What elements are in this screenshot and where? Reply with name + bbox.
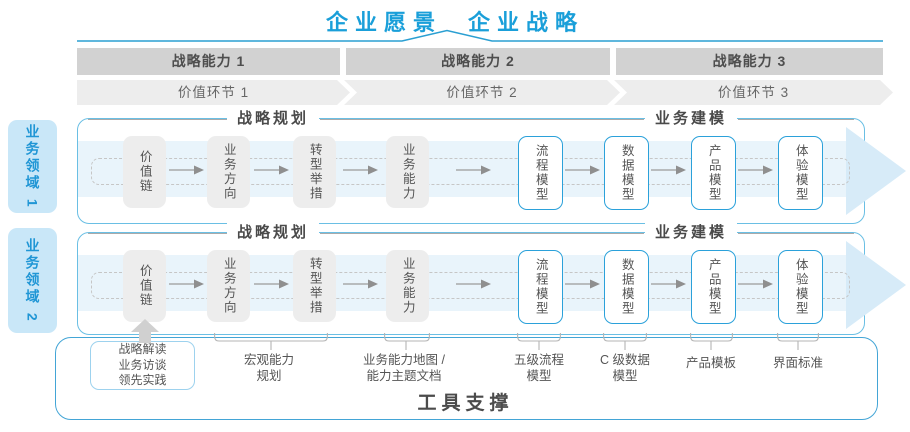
- arrow-right-icon: [564, 279, 600, 289]
- annotation-label-5: 产品模板: [686, 355, 736, 371]
- annotation-line: 业务能力地图 /: [363, 353, 445, 367]
- section-header-strategy-planning: 战略规划: [226, 108, 320, 130]
- annotation-line: 产品模板: [685, 356, 737, 370]
- annotation-line: 宏观能力: [243, 353, 295, 367]
- bracket-connector-icon: [384, 333, 430, 350]
- arrow-right-icon: [343, 279, 378, 289]
- callout-box: 战略解读 业务访谈 领先实践: [90, 341, 195, 390]
- flow-box: 流程模型: [518, 250, 563, 324]
- section-header-business-modeling: 业务建模: [644, 108, 738, 130]
- value-band-2: 价值环节 2: [344, 80, 620, 105]
- callout-line-1: 战略解读: [118, 342, 167, 357]
- header-divider-line: [738, 119, 854, 120]
- domain-label-2: 业务领域 2: [8, 228, 57, 333]
- header-divider-line: [88, 119, 228, 120]
- flow-box: 业务能力: [386, 136, 429, 208]
- flow-box: 流程模型: [518, 136, 563, 210]
- annotation-line: 能力主题文档: [366, 369, 442, 384]
- callout-line-3: 领先实践: [118, 373, 167, 388]
- capability-band-1: 战略能力 1: [77, 48, 340, 75]
- arrow-right-icon: [651, 165, 686, 175]
- annotation-line: 模型: [526, 369, 552, 384]
- flow-box: 产品模型: [691, 136, 736, 210]
- bracket-connector-icon: [777, 333, 819, 350]
- title-vision: 企业愿景: [325, 10, 442, 35]
- title-strategy: 企业战略: [468, 10, 585, 35]
- bracket-connector-icon: [517, 333, 561, 350]
- flow-box: 业务方向: [207, 250, 250, 322]
- row-section-headers: 战略规划 业务建模: [78, 108, 864, 130]
- dashed-pipeline: [91, 158, 850, 185]
- flow-box: 价值链: [123, 136, 166, 208]
- arrow-right-icon: [455, 279, 491, 289]
- callout-line-2: 业务访谈: [118, 357, 167, 372]
- annotation-line: C 级数据: [599, 353, 651, 367]
- page-title: 企业愿景 企业战略: [0, 5, 910, 37]
- tool-support-label: 工具支撑: [417, 393, 514, 414]
- annotation-label-6: 界面标准: [773, 355, 823, 371]
- domain-row-2: 战略规划 业务建模价值链业务方向转型举措 业务能力 流程模型数据模型产品模型体验模型: [77, 222, 906, 335]
- domain-row-1: 战略规划 业务建模价值链业务方向转型举措 业务能力 流程模型数据模型产品模型体验模型: [77, 108, 906, 224]
- up-arrow-icon: [131, 319, 159, 343]
- flow-box: 数据模型: [604, 250, 649, 324]
- header-divider-line: [320, 119, 644, 120]
- arrow-right-icon: [253, 279, 289, 289]
- arrow-right-icon: [455, 165, 491, 175]
- bracket-connector-icon: [690, 333, 733, 350]
- arrow-right-icon: [738, 165, 773, 175]
- header-divider-line: [738, 233, 854, 234]
- arrow-right-icon: [651, 279, 686, 289]
- flow-box: 价值链: [123, 250, 166, 322]
- flow-box: 体验模型: [778, 136, 823, 210]
- annotation-line: 规划: [256, 369, 282, 384]
- flow-arrowhead-icon: [846, 127, 906, 215]
- dashed-pipeline: [91, 272, 850, 299]
- flow-box: 体验模型: [778, 250, 823, 324]
- flow-box: 转型举措: [293, 136, 336, 208]
- section-header-business-modeling: 业务建模: [644, 222, 738, 244]
- annotation-label-2: 业务能力地图 / 能力主题文档: [363, 352, 445, 385]
- annotation-label-1: 宏观能力规划: [244, 352, 294, 385]
- row-section-headers: 战略规划 业务建模: [78, 222, 864, 244]
- roof-line: [77, 29, 883, 42]
- bracket-connector-icon: [603, 333, 647, 350]
- flow-box: 产品模型: [691, 250, 736, 324]
- bracket-connector-icon: [214, 333, 328, 350]
- flow-box: 数据模型: [604, 136, 649, 210]
- annotation-label-3: 五级流程模型: [514, 352, 564, 385]
- annotation-line: 五级流程: [513, 353, 565, 367]
- value-band-1: 价值环节 1: [77, 80, 350, 105]
- header-divider-line: [88, 233, 228, 234]
- flow-box: 转型举措: [293, 250, 336, 322]
- arrow-right-icon: [738, 279, 773, 289]
- value-band-3: 价值环节 3: [614, 80, 893, 105]
- flow-box: 业务能力: [386, 250, 429, 322]
- capability-band-3: 战略能力 3: [616, 48, 883, 75]
- capability-band-2: 战略能力 2: [346, 48, 610, 75]
- header-divider-line: [320, 233, 644, 234]
- annotation-line: 界面标准: [772, 356, 824, 370]
- annotation-line: 模型: [612, 369, 638, 384]
- domain-label-1: 业务领域 1: [8, 120, 57, 213]
- flow-box: 业务方向: [207, 136, 250, 208]
- arrow-right-icon: [168, 279, 204, 289]
- annotation-label-4: C 级数据模型: [600, 352, 650, 385]
- flow-arrowhead-icon: [846, 241, 906, 329]
- arrow-right-icon: [343, 165, 378, 175]
- section-header-strategy-planning: 战略规划: [226, 222, 320, 244]
- arrow-right-icon: [168, 165, 204, 175]
- arrow-right-icon: [253, 165, 289, 175]
- arrow-right-icon: [564, 165, 600, 175]
